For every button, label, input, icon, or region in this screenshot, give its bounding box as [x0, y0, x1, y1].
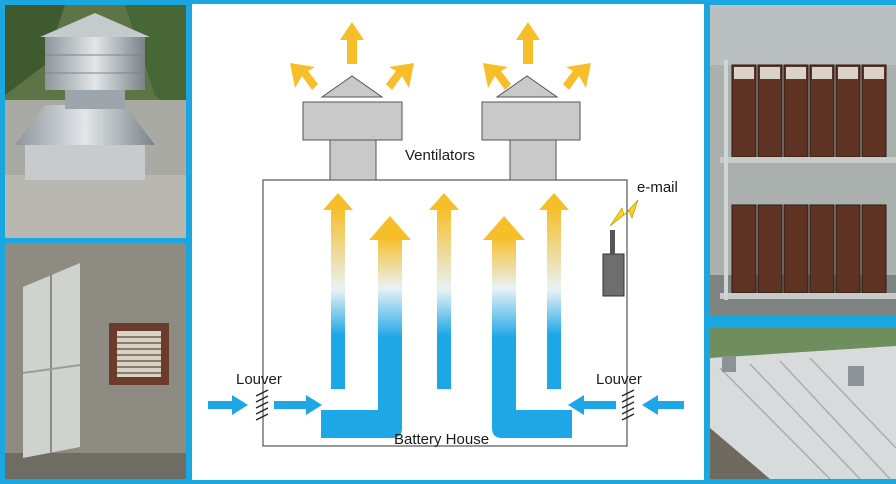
photo-battery-racks — [710, 5, 896, 316]
louver-right-icon — [621, 389, 635, 421]
airflow-inlet-right — [483, 216, 572, 438]
exhaust-arrows-left — [290, 22, 414, 90]
incoming-air-right — [568, 395, 684, 415]
email-lightning-icon — [609, 199, 639, 227]
incoming-air-left — [208, 395, 322, 415]
louver-left-icon — [255, 389, 269, 421]
airflow-rising-2 — [429, 193, 459, 389]
exhaust-arrows-right — [483, 22, 591, 90]
ventilators-label: Ventilators — [405, 147, 475, 164]
airflow-rising-1 — [323, 193, 353, 389]
battery-house-outline — [262, 179, 628, 447]
ventilator-right — [481, 75, 581, 181]
louver-left-label: Louver — [236, 371, 282, 388]
louver-right-label: Louver — [596, 371, 642, 388]
photo-wall-louver-and-door — [5, 243, 186, 479]
photo-roof-with-ventilators — [710, 328, 896, 479]
ventilator-left — [302, 75, 403, 181]
sensor-controller-icon — [602, 230, 625, 297]
airflow-diagram: Ventilators e-mail Louver Louver Battery… — [192, 4, 704, 480]
airflow-inlet-left — [321, 216, 411, 438]
photo-roof-ventilator-closeup — [5, 5, 186, 238]
battery-house-label: Battery House — [394, 431, 489, 448]
email-label: e-mail — [637, 179, 678, 196]
airflow-rising-3 — [539, 193, 569, 389]
